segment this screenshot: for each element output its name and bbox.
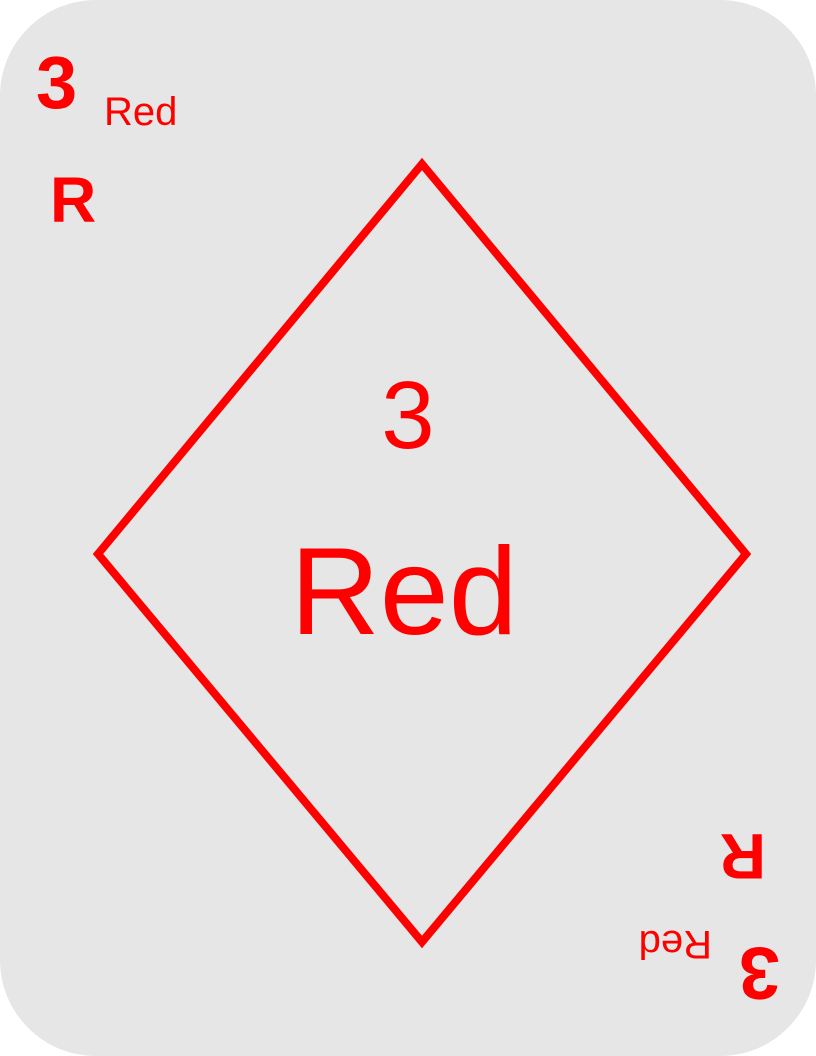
corner-color-name: Red	[638, 922, 712, 966]
corner-rank: 3	[738, 932, 780, 1015]
corner-suit-letter: R	[50, 164, 97, 236]
corner-rank: 3	[36, 41, 78, 124]
corner-color-name: Red	[104, 90, 178, 134]
center-color-name: Red	[290, 523, 518, 661]
corner-suit-letter: R	[719, 820, 766, 892]
top-left-corner-index: 3 Red R	[0, 0, 220, 233]
bottom-right-corner-index: 3 Red R	[596, 820, 816, 1056]
center-rank: 3	[381, 362, 435, 469]
diamond-outline	[92, 157, 752, 949]
